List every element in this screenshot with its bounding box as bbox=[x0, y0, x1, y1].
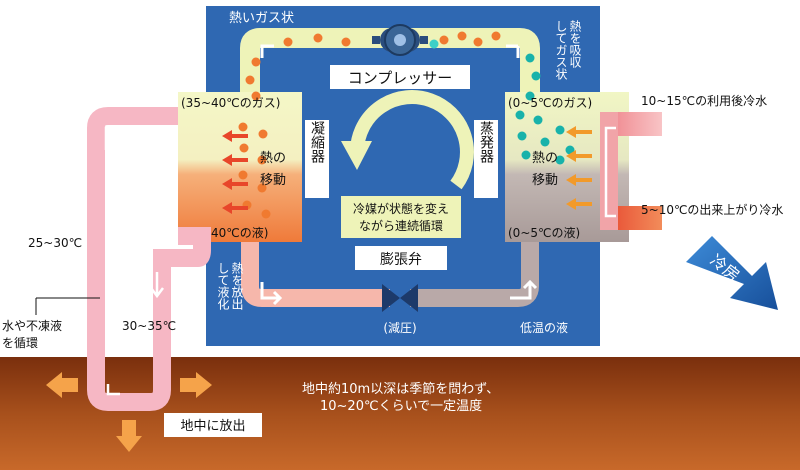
circulation-arrow-head bbox=[341, 141, 372, 170]
expansion-valve-label: 膨張弁 bbox=[380, 251, 422, 268]
release-underground-box bbox=[164, 413, 262, 437]
heat-move-left-1: 熱の bbox=[260, 151, 286, 166]
flow-arrow-icon bbox=[260, 44, 274, 58]
gas-35-40-label: (35~40℃のガス) bbox=[181, 96, 280, 110]
ground bbox=[0, 357, 800, 470]
temp-30-35-label: 30~35℃ bbox=[122, 319, 176, 333]
water-flow-arrow-icon bbox=[604, 126, 616, 218]
water-out-label: 5~10℃の出来上がり冷水 bbox=[641, 202, 783, 217]
flow-arrow-icon bbox=[506, 44, 520, 58]
release-heat-label-2: して液化 bbox=[216, 262, 230, 311]
liquid-0-5-label: (0~5℃の液) bbox=[508, 225, 580, 240]
cold-gas-particles-light bbox=[429, 39, 439, 49]
heat-move-left-2: 移動 bbox=[260, 173, 286, 188]
expansion-valve-icon bbox=[382, 284, 418, 312]
heat-arrows-right bbox=[566, 126, 592, 210]
antifreeze-label-2: を循環 bbox=[2, 336, 38, 350]
absorb-heat-label-2: してガス状 bbox=[554, 20, 568, 80]
decompression-label: (減圧) bbox=[383, 320, 416, 335]
ground-note-1: 地中約10m以深は季節を問わず、 bbox=[302, 382, 499, 397]
compressor-label-box bbox=[330, 65, 470, 89]
expansion-valve-label-box bbox=[355, 246, 447, 270]
circulation-arrow bbox=[350, 90, 474, 190]
antifreeze-label-1: 水や不凍液 bbox=[2, 318, 62, 333]
heat-move-right-2: 移動 bbox=[532, 173, 558, 188]
loop-flow-arrow-icon bbox=[106, 384, 120, 396]
release-underground-label: 地中に放出 bbox=[180, 419, 245, 434]
circulation-label-box bbox=[341, 196, 461, 238]
cooling-arrow bbox=[686, 236, 778, 310]
evaporator-label-box bbox=[474, 120, 498, 198]
ground-note-2: 10~20℃くらいで一定温度 bbox=[320, 398, 482, 414]
flow-arrow-icon bbox=[510, 279, 538, 300]
compressor-icon bbox=[372, 24, 428, 56]
low-temp-liquid-label: 低温の液 bbox=[520, 320, 568, 335]
loop-flow-arrow-icon bbox=[104, 126, 120, 150]
gas-0-5-label: (0~5℃のガス) bbox=[508, 96, 592, 110]
evaporator-label: 蒸発器 bbox=[478, 121, 494, 163]
loop-flow-arrow-icon bbox=[150, 272, 164, 299]
heat-move-right-1: 熱の bbox=[532, 151, 558, 166]
circulation-label-2: ながら連続循環 bbox=[359, 218, 443, 233]
release-heat-label-1: 熱を放出 bbox=[230, 262, 244, 310]
circulation-label-1: 冷媒が状態を変え bbox=[353, 201, 449, 216]
condenser-label: 凝縮器 bbox=[309, 121, 325, 163]
flow-arrow-icon bbox=[260, 282, 283, 306]
ground-loop-pipe bbox=[87, 107, 211, 411]
hot-gas-label: 熱いガス状 bbox=[229, 11, 294, 26]
water-in-label: 10~15℃の利用後冷水 bbox=[641, 94, 767, 108]
condenser-block bbox=[178, 92, 302, 242]
cold-gas-particles bbox=[515, 53, 575, 165]
absorb-heat-label-1: 熱を吸収 bbox=[568, 20, 582, 69]
heat-arrows-left bbox=[222, 130, 248, 214]
temp-25-30-label: 25~30℃ bbox=[28, 236, 82, 250]
condenser-label-box bbox=[305, 120, 329, 198]
compressor-label: コンプレッサー bbox=[348, 69, 453, 87]
ground-heat-arrows bbox=[46, 372, 212, 452]
water-vertical-pipe bbox=[600, 112, 618, 230]
